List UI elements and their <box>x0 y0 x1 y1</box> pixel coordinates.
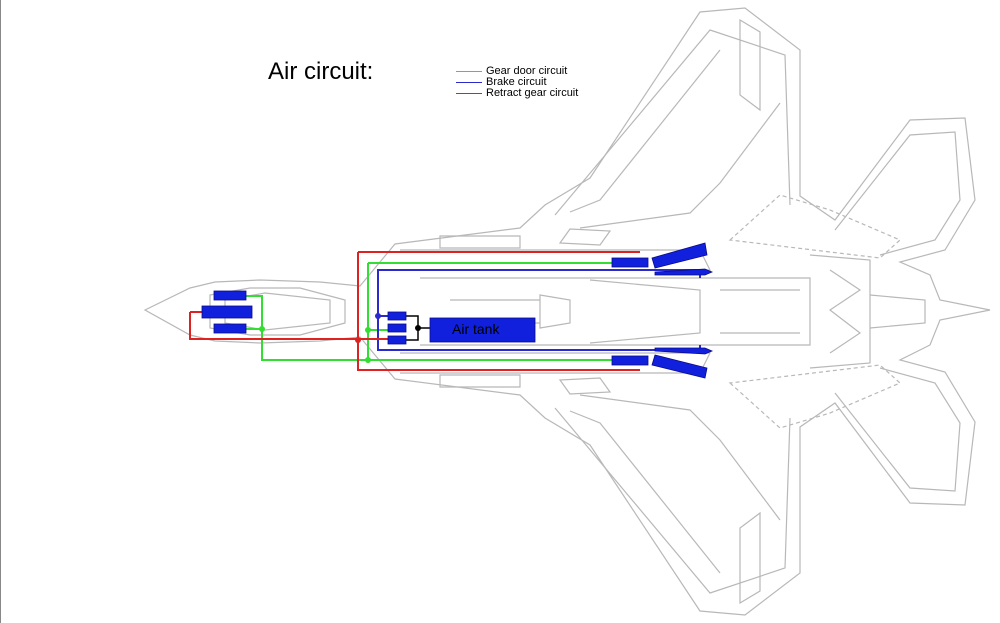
brake-actuator-bottom <box>654 347 714 355</box>
aircraft-outline <box>143 7 991 616</box>
gear-door-junction-lower <box>365 357 371 363</box>
air-tank-label: Air tank <box>452 321 500 337</box>
brake-actuator-top <box>654 268 714 276</box>
brake-circuit <box>377 269 701 351</box>
valve-1 <box>387 311 407 321</box>
gear-door-junction-nose <box>259 326 265 332</box>
legend: Gear door circuit Brake circuit Retract … <box>456 66 578 99</box>
nose-door-cylinder-top <box>213 290 247 301</box>
legend-swatch-gear-door <box>456 71 482 72</box>
legend-item-gear-door: Gear door circuit <box>456 66 578 77</box>
legend-item-brake: Brake circuit <box>456 77 578 88</box>
legend-label: Brake circuit <box>486 76 547 88</box>
tank-manifold-junction <box>415 325 421 331</box>
legend-label: Gear door circuit <box>486 65 568 77</box>
brake-junction <box>375 313 381 319</box>
air-tank <box>429 317 536 343</box>
main-gear-door-cylinder-bottom <box>611 355 649 366</box>
main-gear-door-cylinder-top <box>611 257 649 268</box>
valve-2 <box>387 323 407 333</box>
legend-item-retract: Retract gear circuit <box>456 88 578 99</box>
legend-swatch-retract <box>456 93 482 94</box>
valve-3 <box>387 335 407 345</box>
nose-retract-cylinder <box>201 305 253 319</box>
nose-door-cylinder-bottom <box>213 323 247 334</box>
components <box>201 242 714 379</box>
main-retract-cylinder-bottom <box>651 354 708 379</box>
main-retract-cylinder-top <box>651 242 708 269</box>
page-title: Air circuit: <box>268 58 374 85</box>
legend-swatch-brake <box>456 82 482 83</box>
gear-door-junction-main <box>365 327 371 333</box>
retract-junction <box>355 337 361 343</box>
retract-gear-circuit <box>189 251 640 371</box>
legend-label: Retract gear circuit <box>486 87 579 99</box>
